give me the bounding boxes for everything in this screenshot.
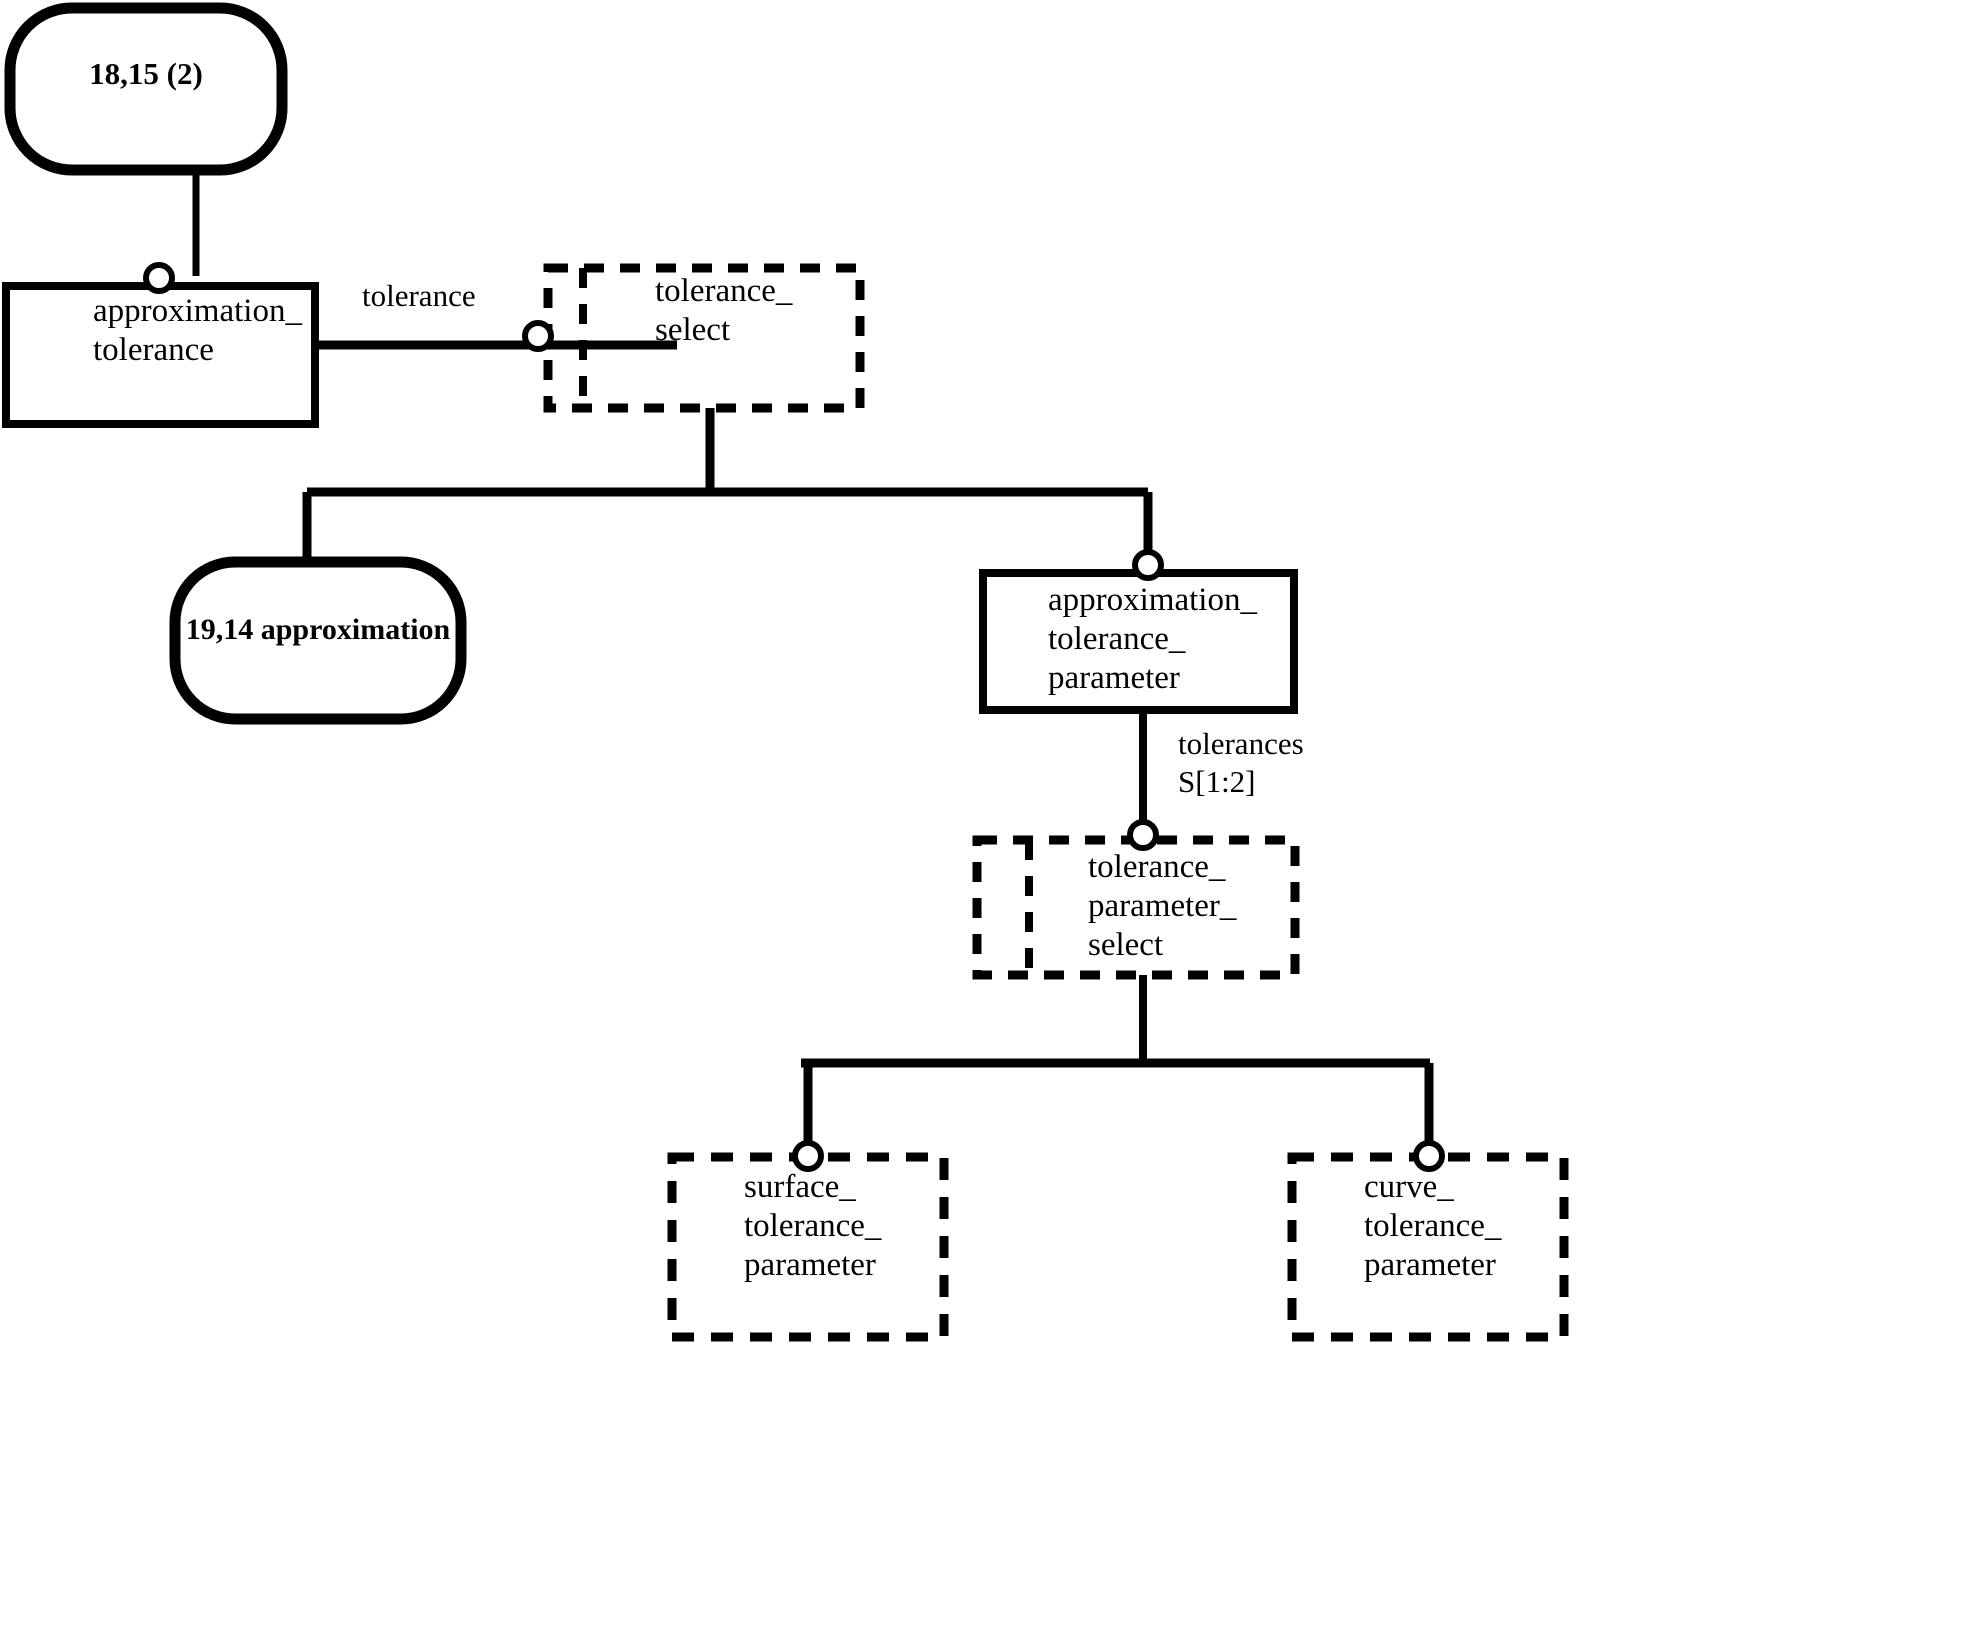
connector-circle-surface-tolerance-parameter [792, 1140, 824, 1172]
node-tolerance-parameter-select-shape[interactable] [972, 835, 1300, 980]
node-page-ref-approximation-shape[interactable] [169, 556, 467, 725]
connector-circle-tolerance-select [522, 320, 554, 352]
node-page-ref-top-shape[interactable] [4, 2, 288, 176]
node-tolerance-select-shape[interactable] [543, 263, 865, 413]
node-approximation-tolerance-parameter-shape[interactable] [979, 569, 1298, 714]
node-approximation-tolerance-shape[interactable] [2, 282, 319, 428]
connector-circle-tolerance-parameter-select [1127, 819, 1159, 851]
node-surface-tolerance-parameter-shape[interactable] [667, 1152, 949, 1342]
node-curve-tolerance-parameter-shape[interactable] [1287, 1152, 1569, 1342]
connector-circle-approximation-tolerance [143, 262, 175, 294]
connector-circle-approximation-tolerance-parameter [1132, 549, 1164, 581]
connector-circle-curve-tolerance-parameter [1413, 1140, 1445, 1172]
